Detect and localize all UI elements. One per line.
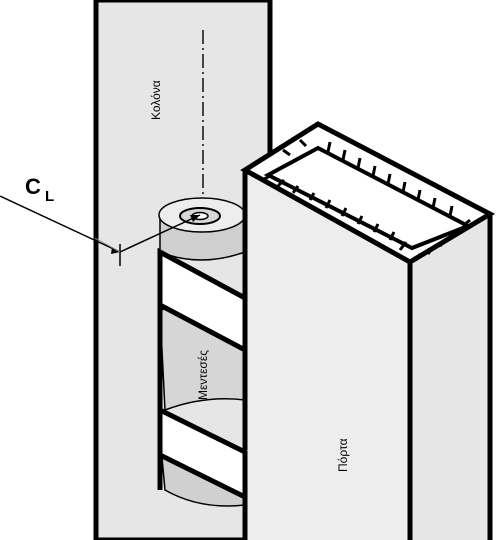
door-label: Πόρτα — [336, 438, 350, 472]
door — [240, 121, 496, 540]
centerline-symbol: C — [25, 174, 41, 199]
hinge-label: Μεντεσές — [196, 350, 210, 400]
door-frame-hatching — [261, 138, 471, 261]
centerline-subscript: L — [45, 188, 54, 205]
centerline-leader — [0, 195, 201, 266]
column-label: Κολόνα — [149, 80, 163, 120]
door-top-inner — [263, 145, 473, 251]
hinge-slots — [157, 247, 248, 502]
